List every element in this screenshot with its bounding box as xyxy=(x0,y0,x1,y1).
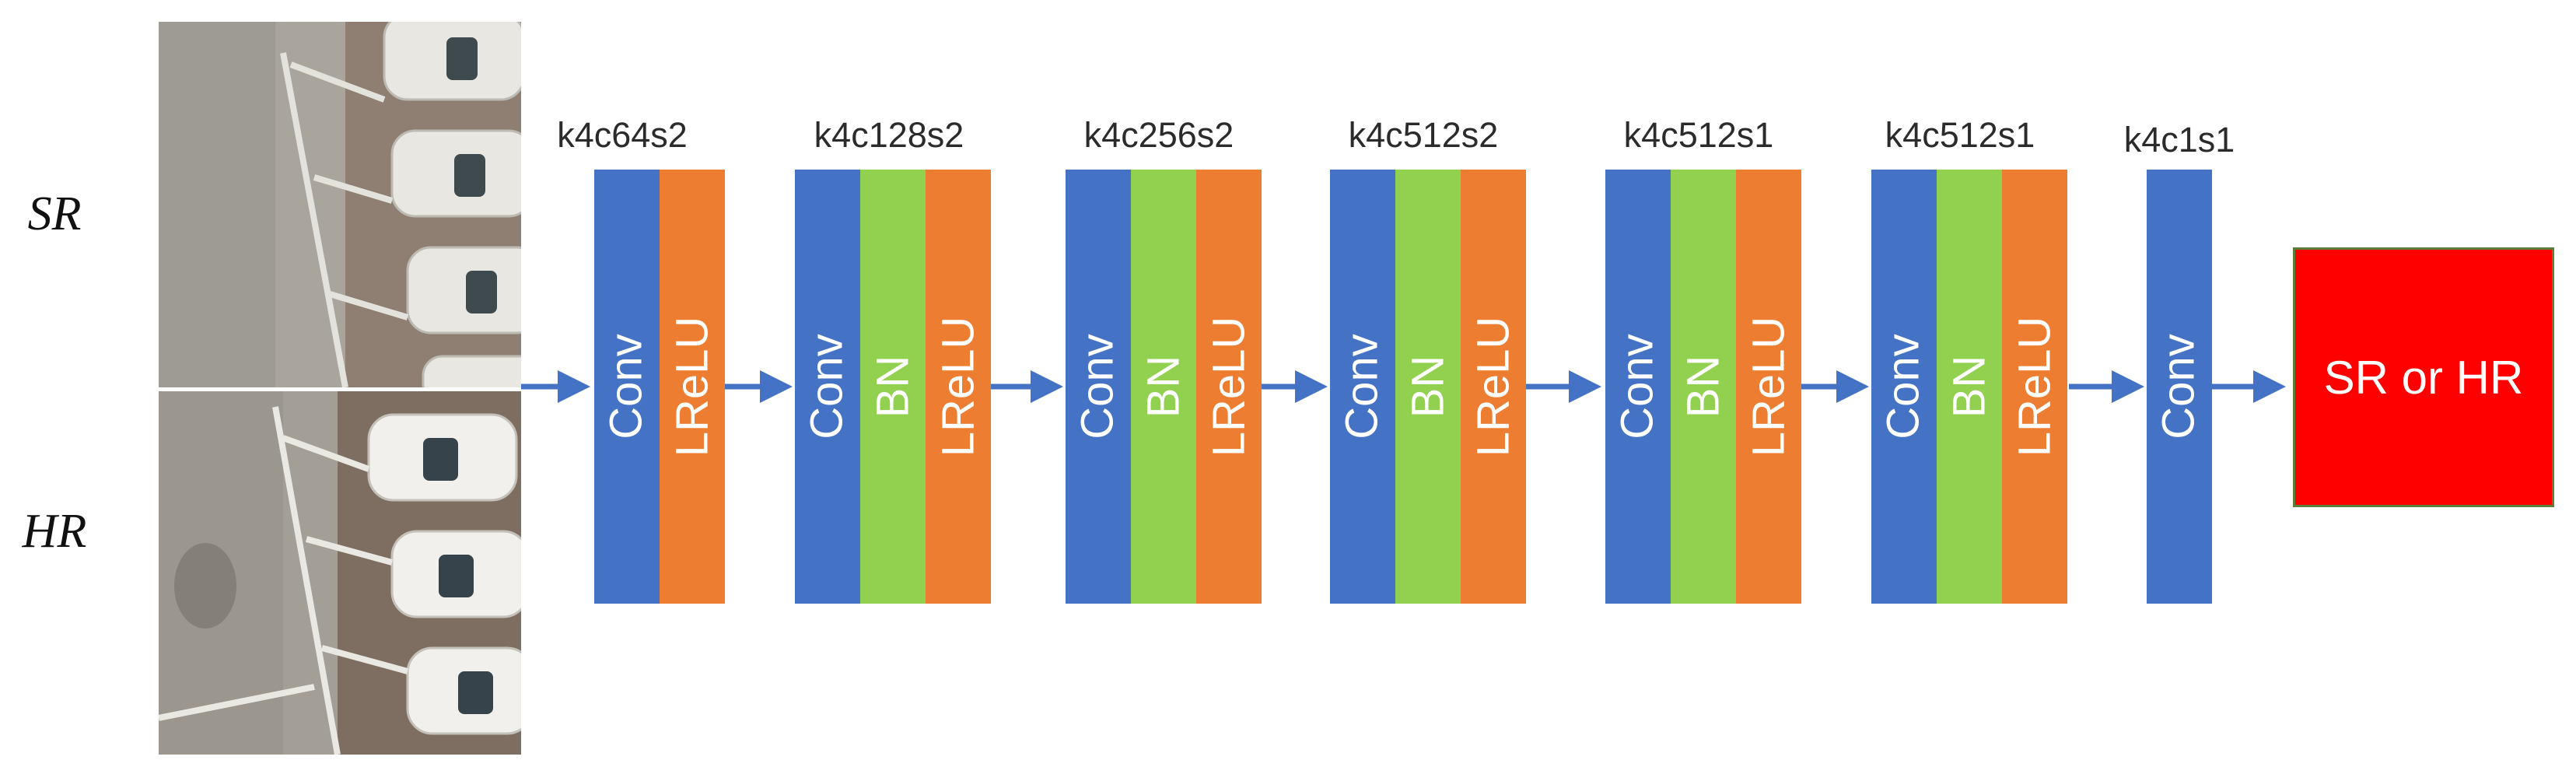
layer-5-spec: k4c512s1 xyxy=(1623,115,1774,155)
layer-3-bn-label: BN xyxy=(1137,355,1188,419)
layer-3-spec: k4c256s2 xyxy=(1083,115,1234,155)
output-box: SR or HR xyxy=(2293,247,2554,507)
layer-6-lrelu-label: LReLU xyxy=(2009,316,2060,457)
layer-5-conv-block: Conv xyxy=(1605,170,1671,604)
layer-1-conv-label: Conv xyxy=(601,334,652,440)
layer-5-lrelu-block: LReLU xyxy=(1736,170,1801,604)
output-label: SR or HR xyxy=(2323,351,2524,404)
layer-5-conv-label: Conv xyxy=(1612,334,1663,440)
layer-6-spec: k4c512s1 xyxy=(1885,115,2035,155)
layer-2-conv-label: Conv xyxy=(802,334,852,440)
layer-2-bn-block: BN xyxy=(860,170,926,604)
layer-6-bn-label: BN xyxy=(1943,355,1994,419)
layer-1-lrelu-label: LReLU xyxy=(667,316,718,457)
layer-7-conv-label: Conv xyxy=(2154,334,2204,440)
layer-2-lrelu-block: LReLU xyxy=(926,170,991,604)
sr-image xyxy=(159,22,521,387)
layer-6-bn-block: BN xyxy=(1937,170,2002,604)
layer-6-conv-label: Conv xyxy=(1878,334,1929,440)
layer-4-lrelu-block: LReLU xyxy=(1461,170,1526,604)
layer-3-conv-block: Conv xyxy=(1066,170,1131,604)
layer-5-lrelu-label: LReLU xyxy=(1743,316,1794,457)
layer-5-bn-block: BN xyxy=(1671,170,1736,604)
layer-4-bn-label: BN xyxy=(1402,355,1453,419)
layer-1-lrelu-block: LReLU xyxy=(660,170,725,604)
layer-1-spec: k4c64s2 xyxy=(557,115,688,155)
hr-image xyxy=(159,391,521,755)
layer-3-lrelu-block: LReLU xyxy=(1196,170,1262,604)
layer-3-lrelu-label: LReLU xyxy=(1203,316,1255,457)
layer-2-bn-label: BN xyxy=(866,355,918,419)
layer-3-conv-label: Conv xyxy=(1073,334,1123,440)
layer-7-conv-block: Conv xyxy=(2147,170,2212,604)
layer-4-conv-label: Conv xyxy=(1337,334,1388,440)
layer-4-conv-block: Conv xyxy=(1330,170,1395,604)
layer-2-lrelu-label: LReLU xyxy=(933,316,984,457)
layer-2-spec: k4c128s2 xyxy=(814,115,964,155)
layer-6-lrelu-block: LReLU xyxy=(2002,170,2067,604)
hr-label: HR xyxy=(22,505,87,558)
layer-3-bn-block: BN xyxy=(1131,170,1196,604)
sr-label: SR xyxy=(27,187,82,240)
layer-4-lrelu-label: LReLU xyxy=(1468,316,1519,457)
layer-1-conv-block: Conv xyxy=(594,170,660,604)
layer-2-conv-block: Conv xyxy=(795,170,860,604)
layer-7-spec: k4c1s1 xyxy=(2123,120,2235,159)
layer-5-bn-label: BN xyxy=(1677,355,1728,419)
layer-4-bn-block: BN xyxy=(1395,170,1461,604)
layer-6-conv-block: Conv xyxy=(1871,170,1937,604)
layer-4-spec: k4c512s2 xyxy=(1348,115,1499,155)
